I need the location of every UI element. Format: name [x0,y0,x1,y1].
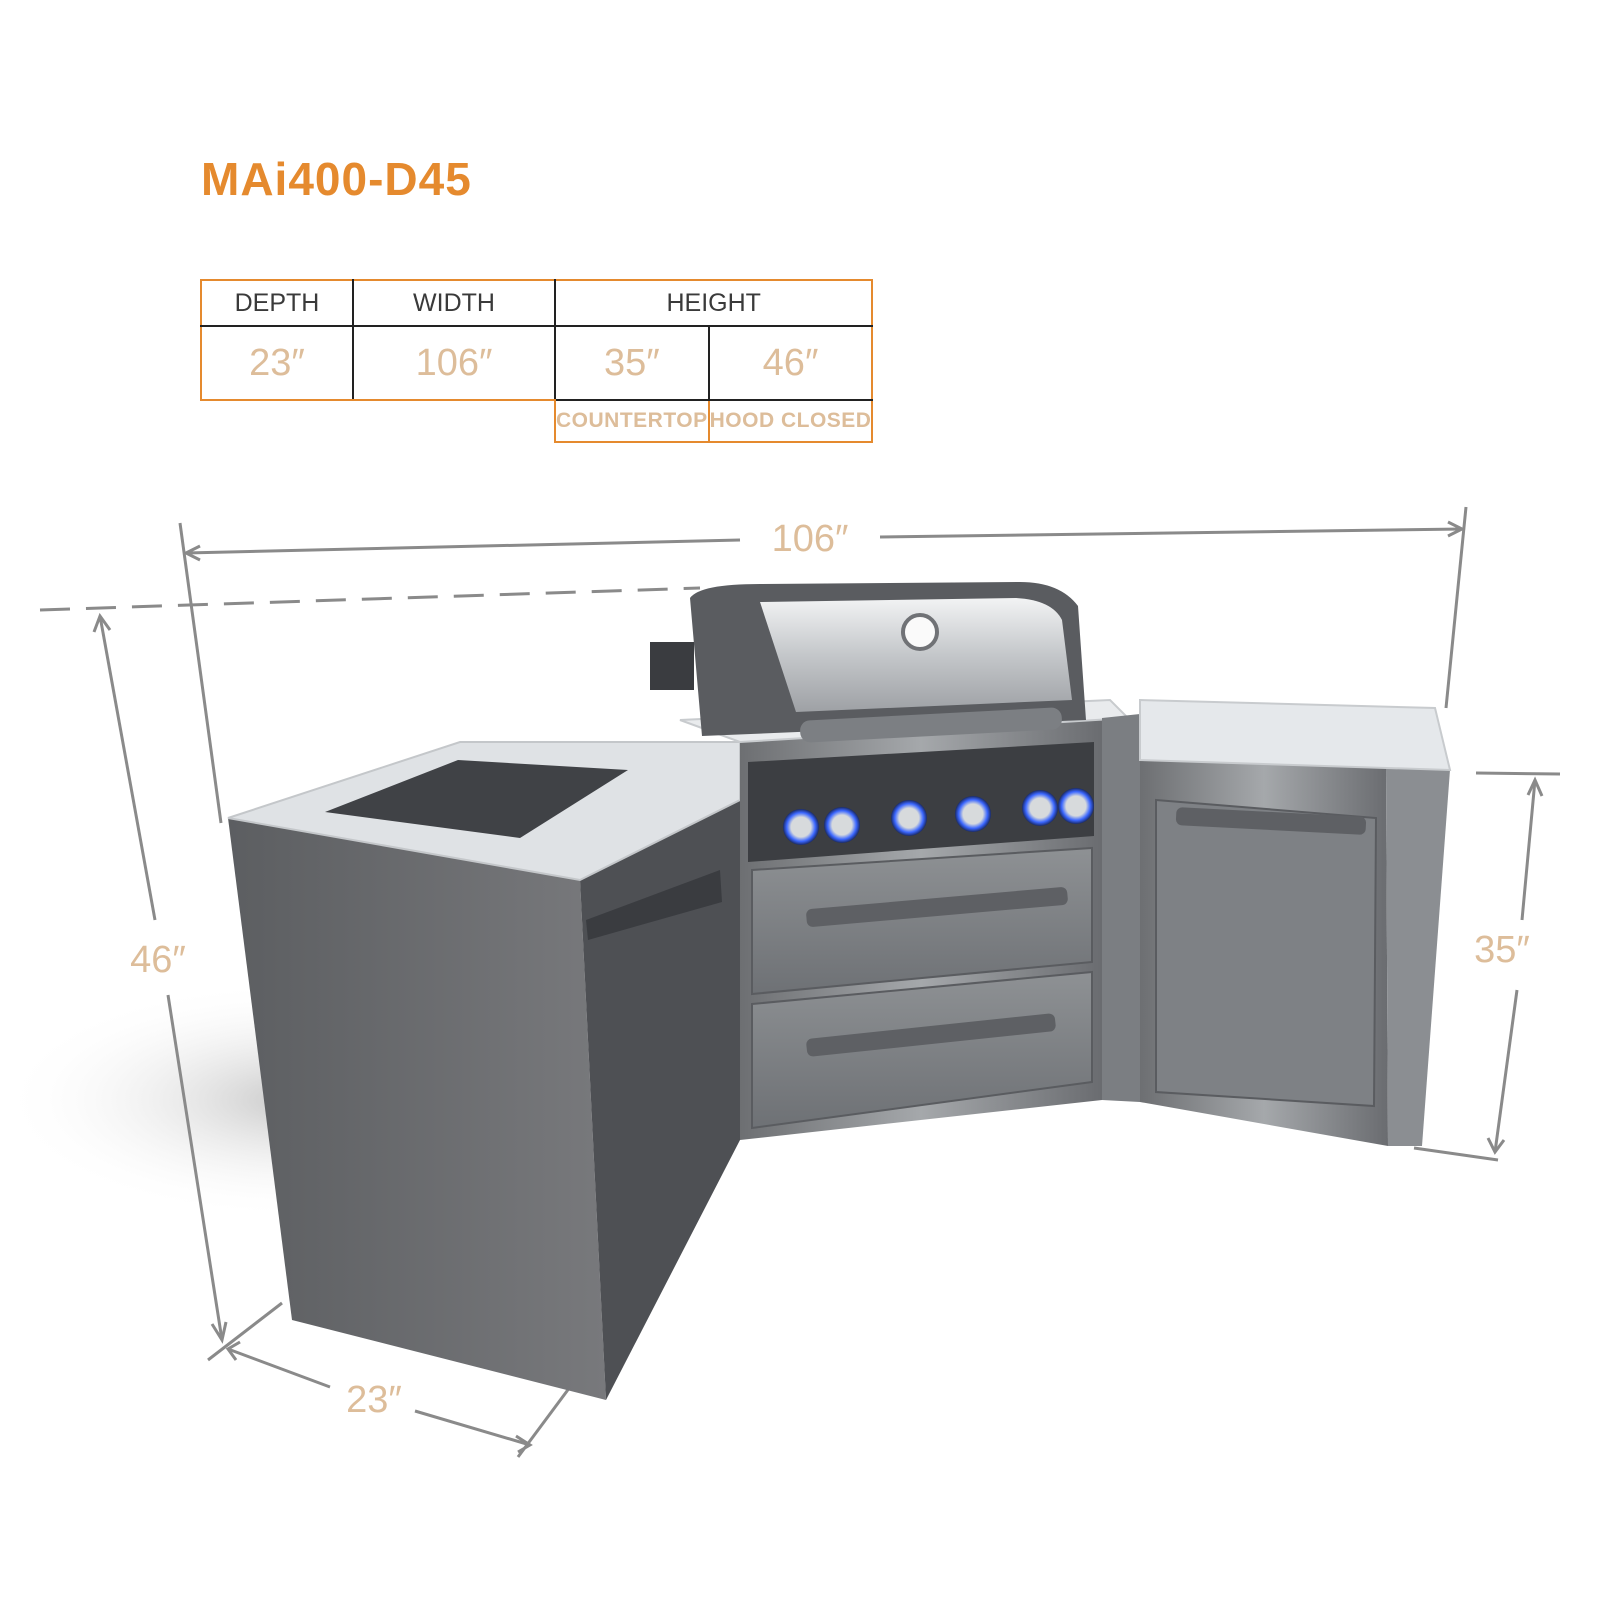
upper-drawer [751,846,1093,996]
header-width: WIDTH [352,279,556,327]
lower-drawer-handle [806,1013,1056,1057]
dim-height-counter-label: 35″ [1474,929,1530,971]
sink-cover [325,760,628,838]
thermometer-icon [901,613,939,651]
dimension-table: DEPTH WIDTH HEIGHT 23″ 106″ 35″ 46″ COUN… [200,279,874,443]
sublabel-hood-closed: HOOD CLOSED [707,399,874,443]
rotisserie-motor [650,642,694,690]
header-depth: DEPTH [200,279,354,327]
upper-drawer-handle [806,887,1068,927]
knob-icon [955,796,991,832]
cabinet-door [1155,798,1378,1108]
value-hood-closed: 46″ [707,325,874,401]
knob-icon [1058,788,1094,824]
model-title: MAi400-D45 [201,153,472,205]
sublabel-countertop: COUNTERTOP [554,399,710,443]
knob-icon [783,809,819,845]
dim-height-hood-label: 46″ [130,939,186,981]
door-handle [1175,807,1367,835]
dimension-lines [39,506,1561,1458]
left-sink-cabinet [227,741,741,1400]
hood-handle [800,707,1062,743]
header-height: HEIGHT [553,279,874,327]
value-width: 106″ [352,325,556,401]
towel-bar [586,870,722,940]
knob-icon [1022,790,1058,826]
value-countertop: 35″ [554,325,710,401]
grill-cabinet [679,698,1131,1140]
lower-drawer [751,970,1093,1130]
knob-icon [891,800,927,836]
value-depth: 23″ [200,325,354,401]
right-cabinet [1102,698,1452,1146]
burner-knobs [783,788,1094,845]
dim-width-label: 106″ [772,518,849,560]
knob-icon [824,807,860,843]
dim-depth-label: 23″ [346,1379,402,1421]
grill-hood [650,582,1086,743]
